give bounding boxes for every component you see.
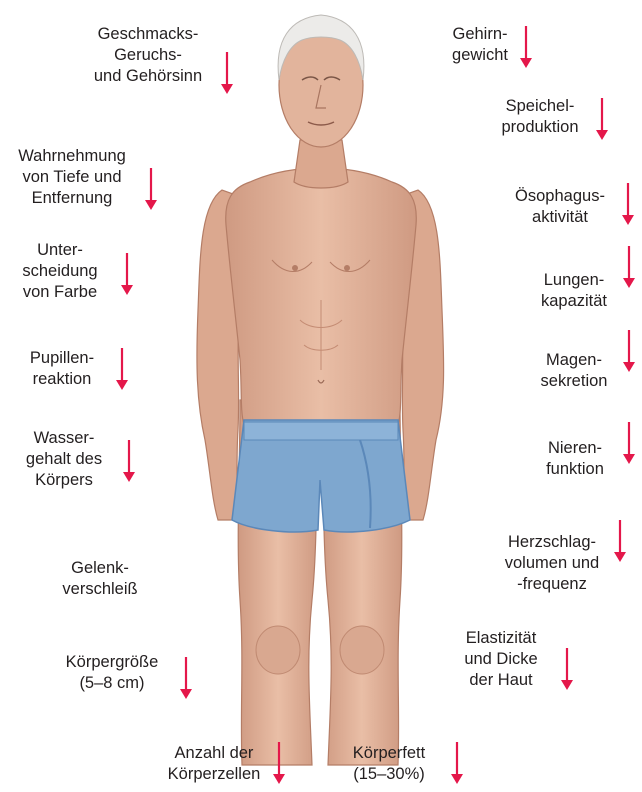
arrow-down-icon xyxy=(273,742,285,784)
label-lung-capacity: Lungen- kapazität xyxy=(528,270,620,312)
label-body-height: Körpergröße (5–8 cm) xyxy=(52,652,172,694)
label-depth-distance: Wahrnehmung von Tiefe und Entfernung xyxy=(2,146,142,209)
arrow-down-icon xyxy=(116,348,128,390)
arrow-down-icon xyxy=(623,330,635,372)
label-heart: Herzschlag- volumen und -frequenz xyxy=(496,532,608,595)
label-color-distinction: Unter- scheidung von Farbe xyxy=(10,240,110,303)
arrow-down-icon xyxy=(121,253,133,295)
left-knee xyxy=(256,626,300,674)
label-brain-weight: Gehirn- gewicht xyxy=(440,24,520,66)
label-kidney-function: Nieren- funktion xyxy=(532,438,618,480)
label-body-water: Wasser- gehalt des Körpers xyxy=(14,428,114,491)
arrow-down-icon xyxy=(145,168,157,210)
label-skin: Elastizität und Dicke der Haut xyxy=(450,628,552,691)
label-cell-count: Anzahl der Körperzellen xyxy=(157,743,271,785)
label-gastric-secretion: Magen- sekretion xyxy=(528,350,620,392)
torso xyxy=(226,168,417,425)
label-esophagus: Ösophagus- aktivität xyxy=(504,186,616,228)
arrow-down-icon xyxy=(451,742,463,784)
arrow-down-icon xyxy=(561,648,573,690)
arrow-down-icon xyxy=(180,657,192,699)
arrow-down-icon xyxy=(623,422,635,464)
arrow-down-icon xyxy=(623,246,635,288)
right-knee xyxy=(340,626,384,674)
arrow-down-icon xyxy=(221,52,233,94)
label-taste-smell-hearing: Geschmacks- Geruchs- und Gehörsinn xyxy=(78,24,218,87)
arrow-down-icon xyxy=(520,26,532,68)
label-body-fat: Körperfett (15–30%) xyxy=(339,743,439,785)
arrow-down-icon xyxy=(614,520,626,562)
arrow-down-icon xyxy=(622,183,634,225)
label-joint-wear: Gelenk- verschleiß xyxy=(40,558,160,600)
label-pupil-reaction: Pupillen- reaktion xyxy=(12,348,112,390)
arrow-down-icon xyxy=(596,98,608,140)
arrow-down-icon xyxy=(123,440,135,482)
label-saliva: Speichel- produktion xyxy=(486,96,594,138)
